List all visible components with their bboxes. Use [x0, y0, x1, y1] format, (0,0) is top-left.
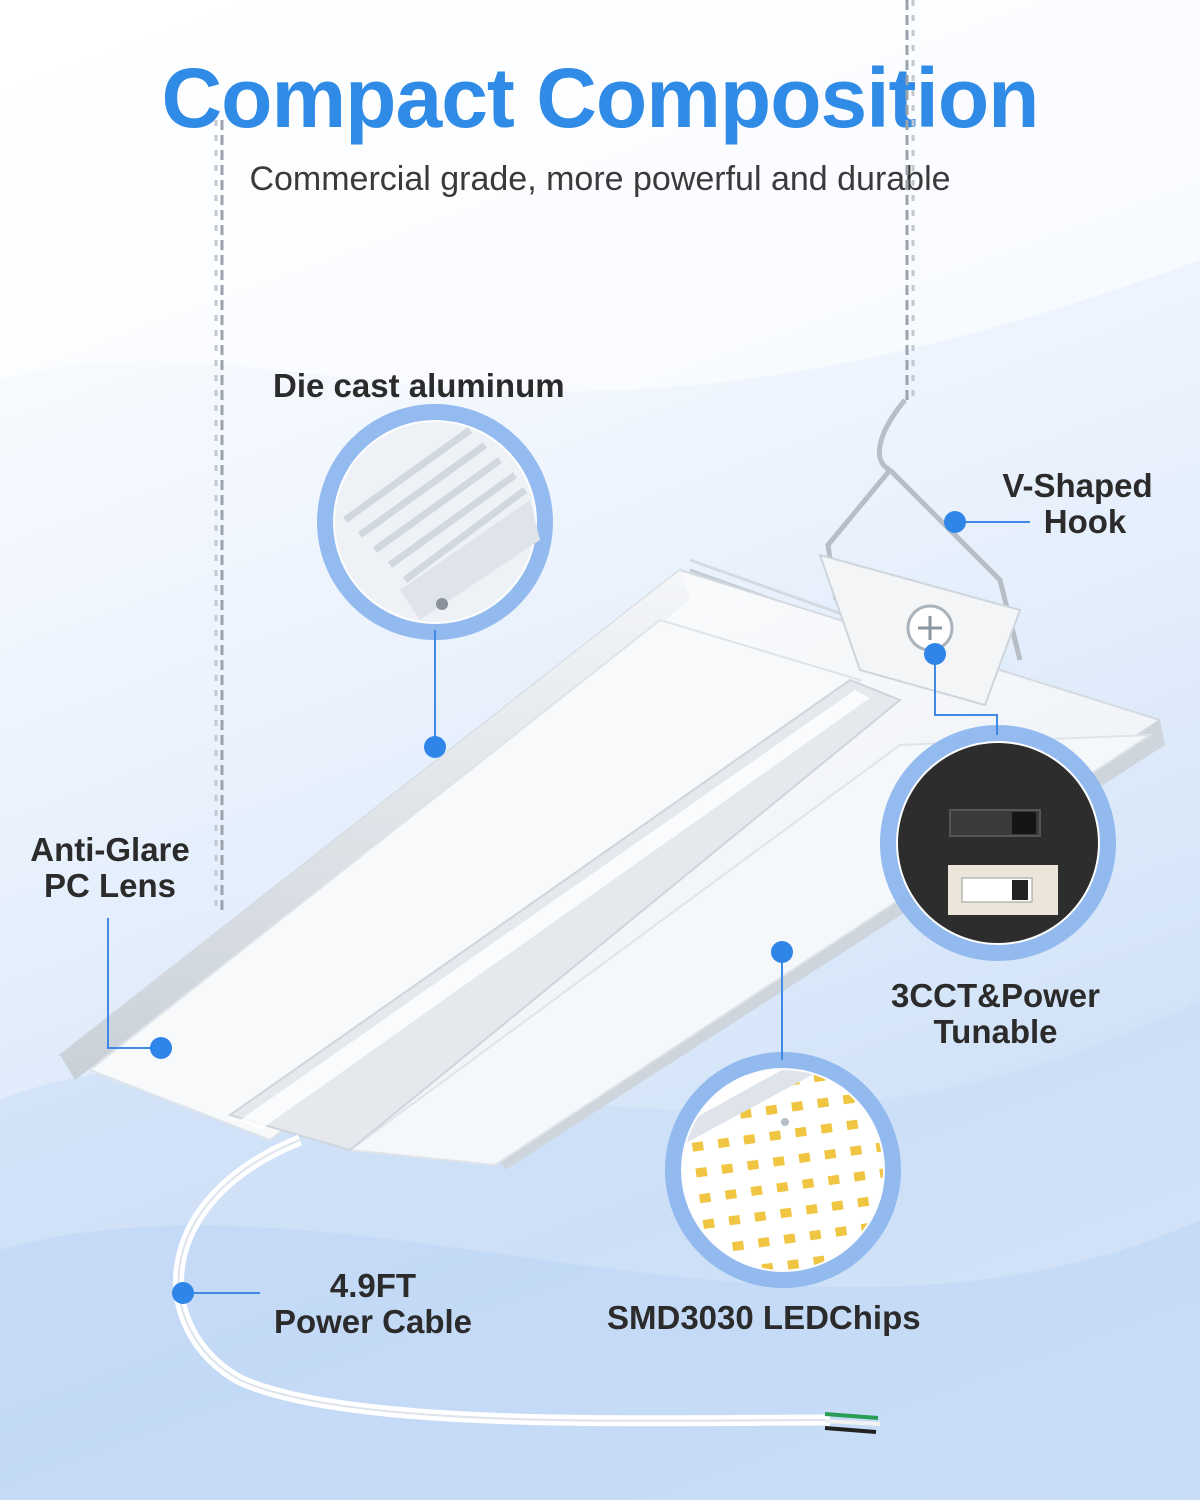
label-v-hook: V-Shaped Hook: [1002, 467, 1153, 540]
label-led-chips: SMD3030 LEDChips: [607, 1299, 921, 1336]
page-title: Compact Composition: [161, 51, 1040, 145]
callout-lines: [107, 521, 1030, 1294]
page-subtitle: Commercial grade, more powerful and dura…: [249, 160, 951, 198]
label-anti-glare: Anti-Glare PC Lens: [30, 831, 190, 904]
cable-wires: [824, 1412, 881, 1434]
lens-left: [88, 618, 863, 1142]
body-left-rail: [60, 570, 690, 1080]
label-power-cable: 4.9FT Power Cable: [273, 1267, 473, 1340]
label-die-cast: Die cast aluminum: [273, 367, 565, 404]
callout-dots: [150, 511, 966, 1304]
die-cast-magnifier: [317, 404, 553, 640]
switch-magnifier: [880, 725, 1116, 961]
right-chain: [905, 0, 915, 400]
led-chip-magnifier: [665, 1052, 901, 1288]
left-chain: [214, 120, 224, 910]
label-3cct: 3CCT&Power Tunable: [890, 977, 1101, 1050]
